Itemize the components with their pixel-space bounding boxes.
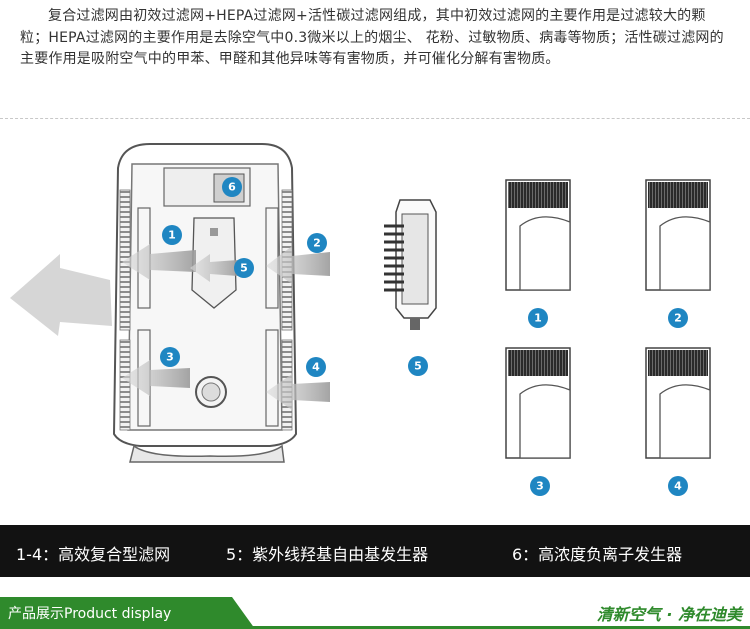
caption-uv-generator: 5：紫外线羟基自由基发生器 (226, 545, 429, 564)
svg-text:3: 3 (536, 480, 544, 493)
device-badge-1: 1 (162, 225, 182, 245)
caption-filters: 1-4：高效复合型滤网 (16, 545, 171, 564)
svg-text:4: 4 (674, 480, 682, 493)
outflow-arrow (10, 254, 112, 336)
svg-text:5: 5 (414, 360, 422, 373)
device-badge-3: 3 (160, 347, 180, 367)
svg-text:1: 1 (534, 312, 542, 325)
svg-text:5: 5 (240, 262, 248, 275)
filter-sheet-2: 2 (645, 179, 711, 328)
filter-sheet-1: 1 (505, 179, 571, 328)
intake-arrow-4 (266, 374, 330, 410)
device-badge-5: 5 (234, 258, 254, 278)
section-title: 产品展示Product display (8, 606, 172, 622)
intro-paragraph: 复合过滤网由初效过滤网+HEPA过滤网+活性碳过滤网组成，其中初效过滤网的主要作… (20, 8, 724, 67)
brand-slogan: 清新空气 · 净在迪美 (596, 605, 742, 624)
svg-text:1: 1 (168, 229, 176, 242)
filter-sheet-3: 3 (505, 347, 571, 496)
purifier-diagram: 1 2 3 4 5 6 5 1 (10, 143, 711, 496)
airflow-arrows (10, 244, 330, 410)
dashed-divider (0, 118, 750, 119)
intake-arrow-3 (122, 360, 190, 396)
intake-arrow-1 (122, 244, 196, 280)
uv-module: 5 (384, 199, 437, 376)
intake-arrow-uv (190, 254, 238, 282)
svg-text:2: 2 (313, 237, 321, 250)
device-badge-4: 4 (306, 357, 326, 377)
component-caption-bar: 1-4：高效复合型滤网 5：紫外线羟基自由基发生器 6：高浓度负离子发生器 (0, 525, 750, 577)
intake-arrow-2 (266, 246, 330, 284)
product-illustration: 1 2 3 4 5 6 5 1 (0, 130, 750, 525)
caption-ion-generator: 6：高浓度负离子发生器 (512, 545, 683, 564)
footer-accent-line (0, 626, 750, 629)
purifier-body (112, 143, 298, 463)
device-badges: 1 2 3 4 5 6 (160, 177, 327, 377)
device-badge-2: 2 (307, 233, 327, 253)
svg-text:3: 3 (166, 351, 174, 364)
svg-text:4: 4 (312, 361, 320, 374)
footer-tab (0, 597, 255, 629)
filter-sheet-4: 4 (645, 347, 711, 496)
svg-text:6: 6 (228, 181, 236, 194)
svg-text:2: 2 (674, 312, 682, 325)
module-badge-5: 5 (408, 356, 428, 376)
section-footer: 产品展示Product display 清新空气 · 净在迪美 (0, 597, 750, 629)
device-badge-6: 6 (222, 177, 242, 197)
